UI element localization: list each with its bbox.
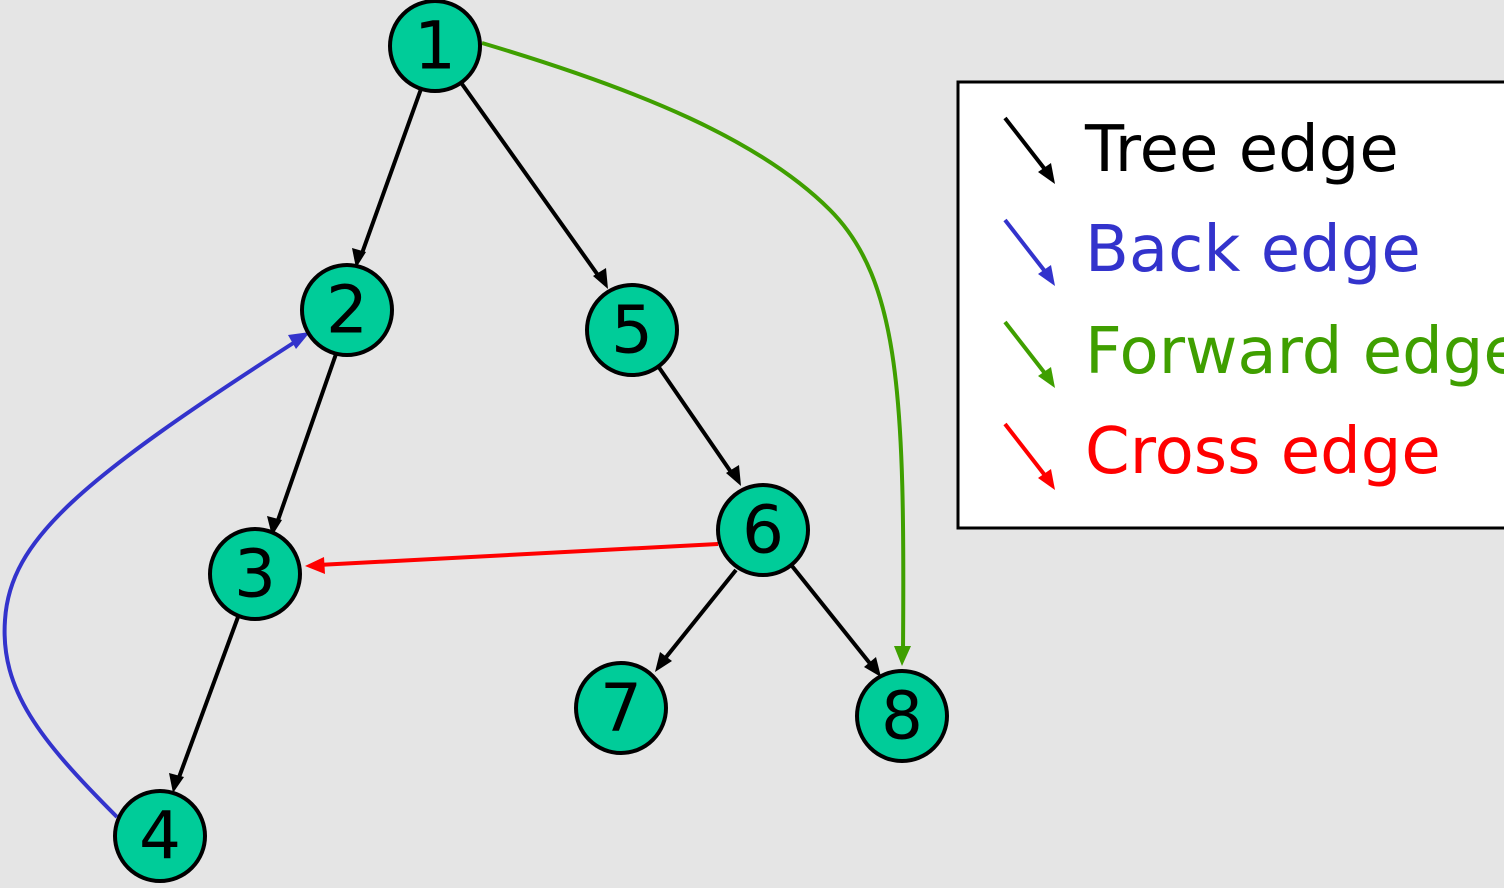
edge-4-2-back — [2, 338, 300, 819]
edge-4-2-arrowhead — [288, 332, 310, 349]
edge-6-7 — [661, 568, 738, 663]
edge-1-5-arrowhead — [593, 268, 608, 289]
node-label-8: 8 — [881, 678, 923, 755]
graph-node-8: 8 — [855, 669, 949, 763]
legend-label-tree: Tree edge — [1084, 113, 1399, 187]
graph-node-2: 2 — [300, 263, 394, 357]
graph-node-5: 5 — [585, 283, 679, 377]
legend-label-back: Back edge — [1085, 213, 1421, 287]
legend-tree-arrowhead-icon — [1038, 163, 1055, 184]
legend-back-arrow-icon — [1003, 218, 1049, 276]
legend-box: Tree edge Back edge Forward edge Cross e… — [956, 80, 1504, 530]
legend-item-tree: Tree edge — [1003, 113, 1399, 187]
graph-node-4: 4 — [113, 789, 207, 883]
legend-forward-arrowhead-icon — [1038, 367, 1055, 388]
edge-6-3-arrowhead — [305, 557, 325, 574]
edge-6-8 — [790, 564, 874, 668]
edge-5-6 — [656, 364, 735, 477]
edge-2-3 — [275, 353, 338, 524]
node-label-5: 5 — [611, 292, 653, 369]
edge-6-8-arrowhead — [864, 657, 881, 677]
legend-item-cross: Cross edge — [1003, 415, 1441, 490]
legend-back-arrowhead-icon — [1038, 265, 1055, 286]
graph-node-1: 1 — [388, 0, 482, 93]
edge-1-2 — [359, 88, 423, 257]
graph-node-6: 6 — [716, 483, 810, 577]
graph-node-3: 3 — [208, 527, 302, 621]
edges-layer — [2, 41, 911, 819]
node-label-6: 6 — [742, 492, 784, 569]
edge-6-3-cross — [317, 542, 719, 567]
edge-1-8-forward — [481, 41, 906, 651]
edge-3-4 — [176, 616, 240, 781]
graph-node-7: 7 — [574, 661, 668, 755]
nodes-layer: 1 2 3 4 5 6 7 — [113, 0, 949, 883]
legend-label-forward: Forward edge — [1085, 315, 1504, 389]
node-label-7: 7 — [600, 670, 642, 747]
edge-5-6-arrowhead — [726, 465, 741, 486]
node-label-4: 4 — [139, 798, 181, 875]
edge-1-8-arrowhead — [894, 646, 911, 666]
edge-1-2-arrowhead — [352, 248, 366, 268]
legend-frame — [956, 80, 1504, 530]
node-label-2: 2 — [326, 272, 368, 349]
node-label-1: 1 — [414, 8, 456, 85]
legend-cross-arrow-icon — [1003, 422, 1049, 480]
legend-label-cross: Cross edge — [1085, 415, 1441, 489]
edge-1-5 — [460, 82, 602, 280]
legend-forward-arrow-icon — [1003, 320, 1049, 378]
legend-item-back: Back edge — [1003, 213, 1421, 287]
edge-3-4-arrowhead — [169, 773, 184, 793]
edge-6-7-arrowhead — [655, 652, 672, 672]
legend-tree-arrow-icon — [1003, 116, 1049, 174]
legend-item-forward: Forward edge — [1003, 315, 1504, 389]
legend-cross-arrowhead-icon — [1038, 469, 1055, 490]
node-label-3: 3 — [234, 536, 276, 613]
